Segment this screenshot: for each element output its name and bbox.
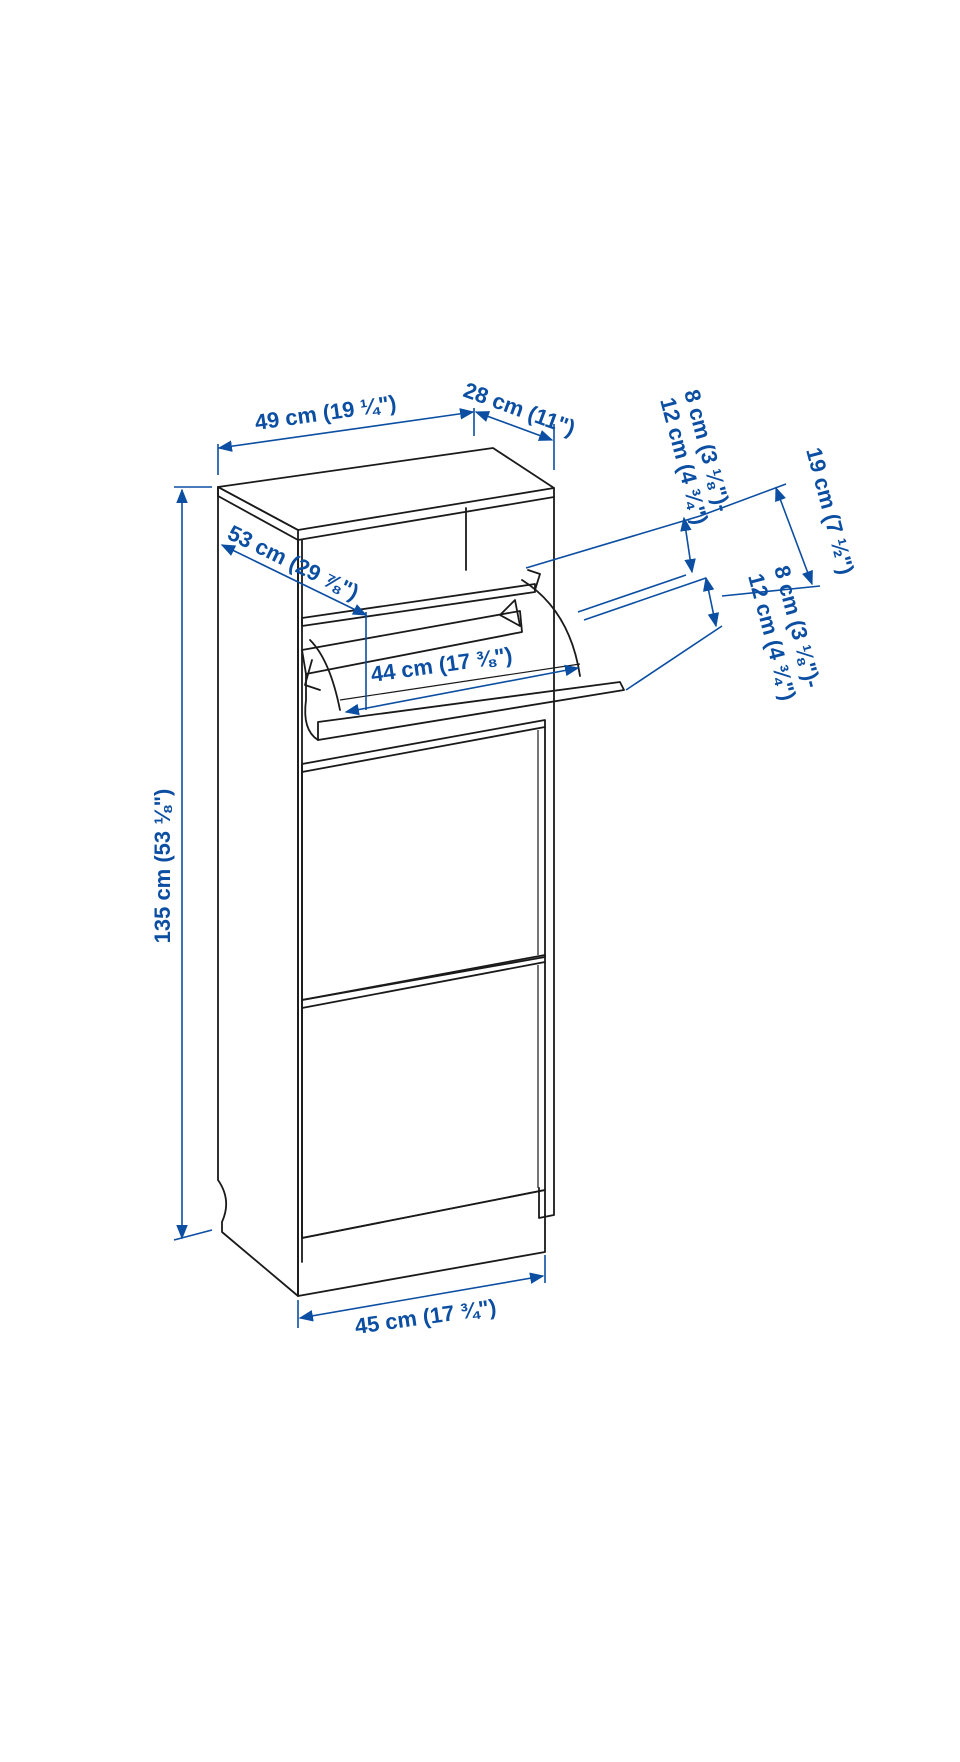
upper-shelf bbox=[301, 583, 536, 627]
cabinet-drawing bbox=[217, 447, 625, 1297]
height-label: 135 cm (53 ⅛") bbox=[150, 789, 175, 944]
flap-depth-line bbox=[220, 544, 368, 616]
shelf-gap-top-line bbox=[680, 516, 696, 574]
compartment-height-line bbox=[775, 486, 813, 586]
shelf-gap-bottom-line bbox=[703, 576, 719, 628]
top-width-line bbox=[217, 408, 475, 452]
dimension-labels: 49 cm (19 ¼") 28 cm (11") 135 cm (53 ⅛")… bbox=[150, 377, 859, 1339]
cabinet-right-side bbox=[538, 496, 555, 1219]
bottom-width-line bbox=[298, 1272, 545, 1322]
dimension-lines bbox=[173, 408, 821, 1328]
inner-width-label: 44 cm (17 ⅜") bbox=[369, 642, 514, 687]
middle-drawer-front bbox=[301, 726, 546, 1001]
cabinet-top bbox=[217, 447, 555, 531]
plinth bbox=[301, 1189, 546, 1239]
inner-width-line bbox=[344, 664, 580, 716]
top-depth-line bbox=[474, 411, 554, 441]
width-top-label: 49 cm (19 ¼") bbox=[253, 390, 398, 435]
depth-top-label: 28 cm (11") bbox=[460, 377, 578, 440]
compartment-height-label: 19 cm (7 ½") bbox=[801, 445, 859, 577]
cabinet-left-side bbox=[217, 486, 299, 1297]
width-bottom-label: 45 cm (17 ¾") bbox=[353, 1294, 498, 1339]
